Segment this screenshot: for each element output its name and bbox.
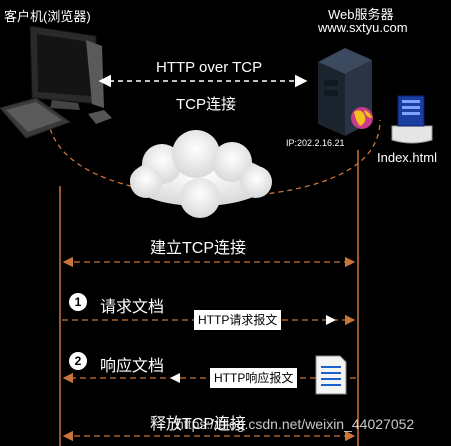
client-label: 客户机(浏览器) [4,9,91,24]
http-over-tcp-label: HTTP over TCP [156,59,263,76]
document-stack-icon [391,95,433,144]
server-url-label: www.sxtyu.com [318,20,408,35]
tcp-connection-label: TCP连接 [176,96,237,113]
establish-connection-label: 建立TCP连接 [150,240,247,257]
http-request-message-box: HTTP请求报文 [194,310,282,330]
step-1-badge: 1 [69,293,87,311]
request-document-label: 请求文档 [100,299,165,316]
watermark-text: https://blog.csdn.net/weixin_44027052 [176,416,415,432]
index-file-label: Index.html [377,150,437,165]
server-label: Web服务器 [328,7,394,22]
release-connection-label: 释放TCP连接 [150,416,247,433]
response-message-arrowhead [170,373,180,383]
globe-icon [351,107,373,129]
step-2-badge: 2 [69,352,87,370]
client-computer-icon [0,25,112,139]
ip-address-label: IP:202.2.16.21 [286,138,345,148]
request-message-arrowhead [326,315,336,325]
http-response-message-box: HTTP响应报文 [210,368,298,388]
internet-cloud-icon [130,130,272,218]
response-document-icon [315,355,347,395]
response-document-label: 响应文档 [100,358,165,375]
